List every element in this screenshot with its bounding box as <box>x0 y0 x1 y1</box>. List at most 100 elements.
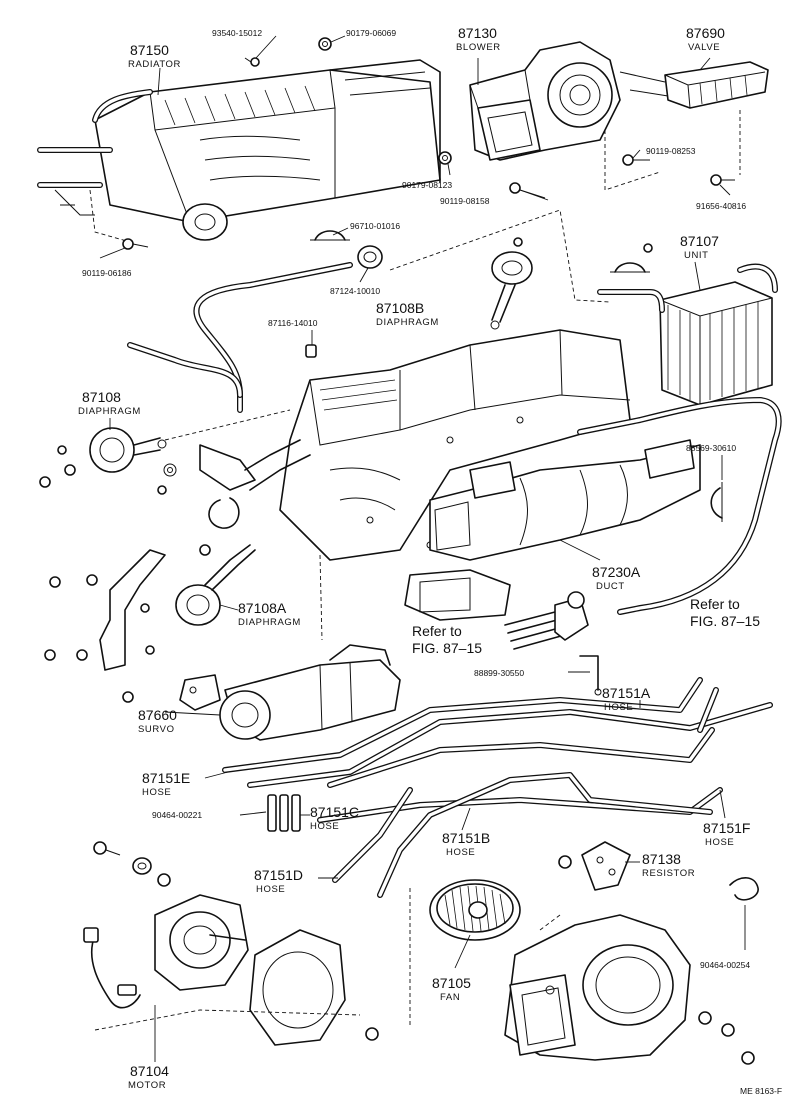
bolt-icon <box>622 154 650 166</box>
code-87116-14010: 87116-14010 <box>268 318 318 328</box>
dash-87108 <box>164 409 291 441</box>
label-87104-name: MOTOR <box>128 1080 166 1091</box>
nut-icon <box>365 1027 379 1041</box>
spring-valve-drawing <box>504 591 589 650</box>
blower-case-drawing <box>504 914 691 1061</box>
label-87108-number: 87108 <box>82 389 121 405</box>
diaphragm-87108-drawing <box>89 427 167 473</box>
bolt-icon <box>509 182 546 199</box>
refer-left-line2: FIG. 87–15 <box>412 640 482 656</box>
label-87105-number: 87105 <box>432 975 471 991</box>
code-90179-08123: 90179-08123 <box>402 180 452 190</box>
leader-87150 <box>157 67 161 96</box>
code-91656-40816: 91656-40816 <box>696 201 746 211</box>
label-87108b-number: 87108B <box>376 300 424 316</box>
refer-right-line1: Refer to <box>690 596 740 612</box>
code-96710-01016: 96710-01016 <box>350 221 400 231</box>
fan-drawing <box>429 879 521 941</box>
nut-icon <box>721 1023 735 1037</box>
nut-icon <box>39 476 51 488</box>
hose-clip-icon <box>267 794 301 832</box>
label-87230a-name: DUCT <box>596 581 625 592</box>
code-88899-30550: 88899-30550 <box>474 668 524 678</box>
label-87107-number: 87107 <box>680 233 719 249</box>
nut-icon <box>698 1011 712 1025</box>
screw-icon <box>122 691 134 703</box>
leader-87230a <box>559 539 601 561</box>
linkage-arm-drawing <box>199 439 311 529</box>
label-87151f-number: 87151F <box>703 820 750 836</box>
leader-87660 <box>164 711 221 716</box>
label-87108a-name: DIAPHRAGM <box>238 617 301 628</box>
label-87150-name: RADIATOR <box>128 59 181 70</box>
nut-icon <box>49 576 61 588</box>
code-90119-06186: 90119-06186 <box>82 268 132 278</box>
clamp-icon <box>729 877 759 901</box>
dash-blower <box>409 885 561 1025</box>
label-87130-name: BLOWER <box>456 42 501 53</box>
clamp-icon <box>310 230 350 241</box>
nut-icon <box>157 873 171 887</box>
label-87151c-number: 87151C <box>310 804 359 820</box>
refer-right-line2: FIG. 87–15 <box>690 613 760 629</box>
nut-icon <box>64 464 76 476</box>
figure-code: ME 8163-F <box>740 1086 782 1096</box>
heater-core-drawing <box>597 263 778 406</box>
leader-87108a <box>219 604 239 611</box>
duct-drawing <box>429 439 701 561</box>
label-87150-number: 87150 <box>130 42 169 58</box>
leader-90464-00221 <box>239 811 267 816</box>
diaphragm-87108b-drawing <box>490 251 533 330</box>
label-87151b-name: HOSE <box>446 847 475 858</box>
label-87690-name: VALVE <box>688 42 720 53</box>
dash-valve <box>604 130 661 191</box>
nut-icon <box>44 649 56 661</box>
washer-icon <box>132 857 152 875</box>
leader-90179-08123 <box>447 163 451 176</box>
leader-87107 <box>694 261 701 291</box>
leader-90179-06069 <box>330 35 346 43</box>
nut-icon <box>741 1051 755 1065</box>
label-87151a-name: HOSE <box>604 702 633 713</box>
leader-91656 <box>719 184 731 196</box>
lower-duct-drawing <box>404 569 511 621</box>
screw-icon <box>140 603 150 613</box>
gasket-drawing <box>249 929 346 1046</box>
nut-icon <box>76 649 88 661</box>
label-87230a-number: 87230A <box>592 564 641 580</box>
seal-ring-icon <box>357 245 383 269</box>
resistor-drawing <box>558 841 631 891</box>
label-87690-number: 87690 <box>686 25 725 41</box>
motor-drawing <box>83 894 249 1009</box>
leader-87151e <box>204 771 229 779</box>
servo-drawing <box>179 644 401 741</box>
code-88569-30610: 88569-30610 <box>686 443 736 453</box>
heater-case-drawing <box>279 329 631 561</box>
label-87138-number: 87138 <box>642 851 681 867</box>
pin-icon <box>579 655 602 696</box>
dash-radiator-bolt <box>89 189 131 243</box>
label-87151c-name: HOSE <box>310 821 339 832</box>
label-87151f-name: HOSE <box>705 837 734 848</box>
code-90179-06069: 90179-06069 <box>346 28 396 38</box>
bolt-icon <box>710 174 735 186</box>
label-87151e-name: HOSE <box>142 787 171 798</box>
label-87130-number: 87130 <box>458 25 497 41</box>
bolt-icon <box>93 841 121 856</box>
clamp-icon <box>710 482 723 522</box>
leader-90119-08253 <box>632 149 641 159</box>
diaphragm-87108a-drawing <box>175 544 256 626</box>
dash-center-guide <box>389 209 611 303</box>
code-90464-00254: 90464-00254 <box>700 960 750 970</box>
label-87105-name: FAN <box>440 992 460 1003</box>
small-clip-icon <box>305 344 317 358</box>
dash-duct-down <box>319 554 323 641</box>
label-87107-name: UNIT <box>684 250 709 261</box>
nut-icon <box>199 544 211 556</box>
leader-87151b <box>461 807 471 831</box>
label-87151b-number: 87151B <box>442 830 490 846</box>
screw-icon <box>513 237 523 247</box>
nut-icon <box>318 37 332 51</box>
screw-icon <box>145 645 155 655</box>
label-87151a-number: 87151A <box>602 685 651 701</box>
